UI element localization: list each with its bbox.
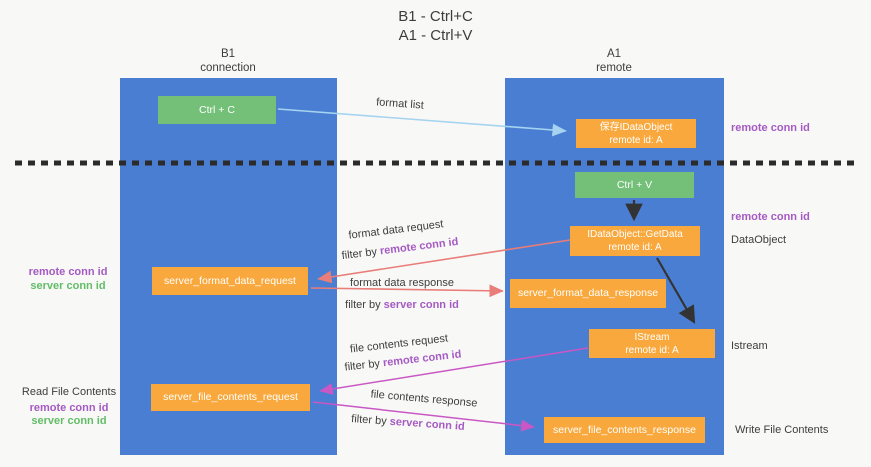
save-idataobject-line2: remote id: A [609, 134, 663, 146]
server-file-contents-response-box: server_file_contents_response [544, 417, 705, 443]
server-file-contents-request-box: server_file_contents_request [151, 384, 310, 411]
left-server-conn-id-top: server conn id [30, 279, 106, 292]
getdata-line1: IDataObject::GetData [587, 229, 683, 240]
read-file-contents-label: Read File Contents [21, 386, 117, 398]
write-file-contents-label: Write File Contents [735, 424, 829, 436]
save-idataobject-box: 保存IDataObject remote id: A [576, 119, 696, 148]
filter-by-server-conn-id-label-2: filter by server conn id [351, 413, 465, 433]
ctrl-v-label: Ctrl + V [616, 178, 653, 191]
file-contents-response-label: file contents response [370, 388, 478, 410]
filter-by-server-conn-id-label-1: filter by server conn id [345, 299, 459, 311]
column-a1-name: A1 [606, 48, 622, 60]
remote-conn-id-text: remote conn id [379, 235, 459, 258]
dataobject-label: DataObject [731, 234, 787, 246]
save-idataobject-line1: 保存IDataObject [599, 121, 673, 133]
remote-conn-id-text: remote conn id [382, 348, 462, 370]
column-header-b1: B1 connection [168, 48, 288, 75]
server-file-contents-request-label: server_file_contents_request [163, 391, 298, 403]
left-server-conn-id-bottom: server conn id [31, 415, 107, 427]
column-a1-subtitle: remote [596, 61, 632, 74]
filter-by-text: filter by [345, 299, 381, 311]
server-format-data-response-label: server_format_data_response [517, 287, 659, 299]
left-conn-id-cluster-bottom: Read File Contents remote conn id server… [14, 386, 124, 429]
format-data-response-label: format data response [350, 277, 454, 289]
column-b1-name: B1 [220, 48, 236, 60]
left-remote-conn-id-bottom: remote conn id [29, 401, 109, 414]
left-conn-id-cluster-top: remote conn id server conn id [20, 266, 116, 293]
istream-line1: IStream [634, 331, 670, 343]
server-format-data-request-label: server_format_data_request [164, 274, 296, 287]
server-file-contents-response-label: server_file_contents_response [552, 423, 696, 436]
getdata-line2: remote id: A [608, 242, 662, 253]
istream-line2: remote id: A [625, 344, 679, 356]
filter-by-text: filter by [350, 413, 388, 428]
server-conn-id-text: server conn id [383, 299, 459, 311]
istream-side-label: Istream [731, 340, 768, 352]
ctrl-c-label: Ctrl + C [199, 103, 235, 116]
filter-by-text: filter by [341, 245, 378, 263]
right-remote-conn-id-top: remote conn id [731, 122, 810, 134]
server-format-data-request-box: server_format_data_request [152, 267, 308, 295]
server-conn-id-text: server conn id [389, 415, 466, 433]
filter-by-text: filter by [344, 357, 381, 374]
istream-box: IStream remote id: A [589, 329, 715, 358]
column-header-a1: A1 remote [554, 48, 674, 75]
server-format-data-response-box: server_format_data_response [510, 279, 666, 308]
left-remote-conn-id-top: remote conn id [28, 266, 108, 278]
column-b1-subtitle: connection [200, 61, 256, 74]
ctrl-c-box: Ctrl + C [158, 96, 276, 124]
ctrl-v-box: Ctrl + V [575, 172, 694, 198]
right-remote-conn-id-mid: remote conn id [731, 211, 810, 223]
title-line-2: A1 - Ctrl+V [398, 27, 473, 44]
format-list-label: format list [375, 96, 425, 112]
idataobject-getdata-box: IDataObject::GetData remote id: A [570, 226, 700, 256]
title-line-1: B1 - Ctrl+C [398, 8, 473, 25]
diagram-title: B1 - Ctrl+C A1 - Ctrl+V [0, 7, 871, 45]
